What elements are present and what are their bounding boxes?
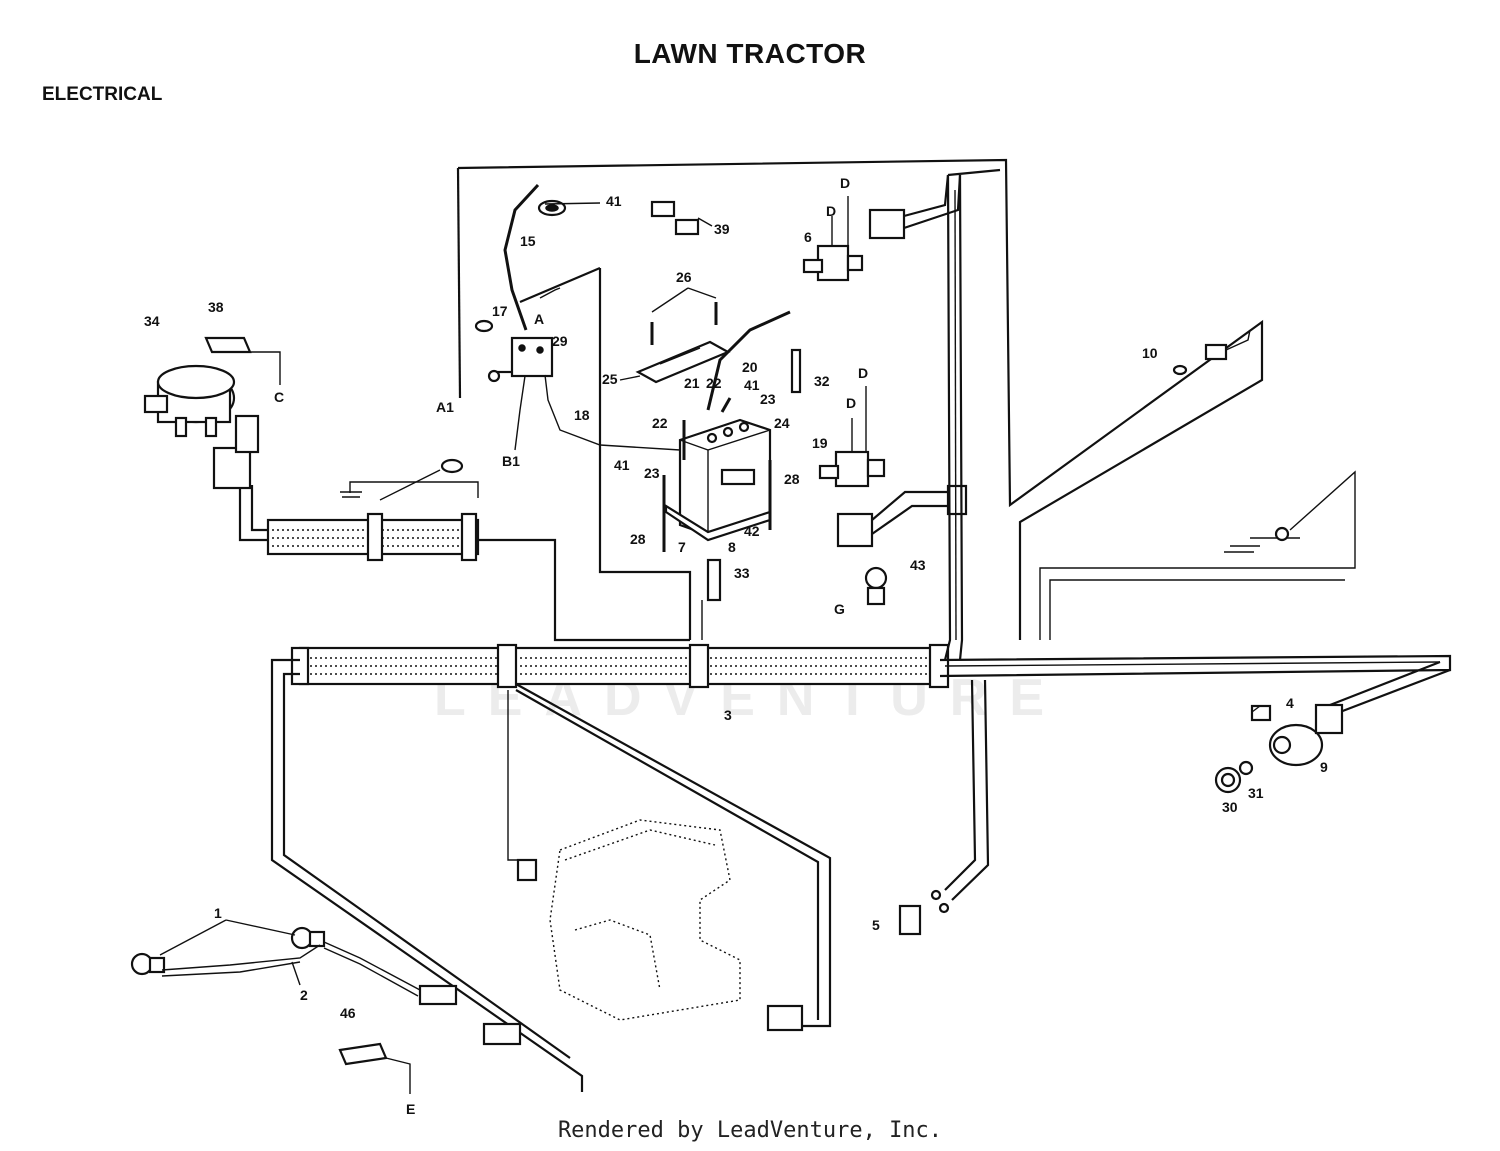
callout-31: 31: [1248, 785, 1264, 801]
footer-credit: Rendered by LeadVenture, Inc.: [557, 1118, 943, 1143]
page-title: LAWN TRACTOR: [633, 38, 867, 69]
ref-D4: D: [846, 395, 856, 411]
connector-10: [1172, 329, 1251, 376]
engine-outline: [549, 819, 741, 1021]
headlights: [130, 926, 458, 1006]
callout-41a: 41: [606, 193, 622, 209]
callout-42: 42: [744, 523, 760, 539]
bracket-46: [338, 1042, 411, 1094]
callout-22a: 22: [706, 375, 722, 391]
callout-17: 17: [492, 303, 508, 319]
ref-D3: D: [858, 365, 868, 381]
callout-38: 38: [208, 299, 224, 315]
callout-3: 3: [724, 707, 732, 723]
callout-7: 7: [678, 539, 686, 555]
callout-19: 19: [812, 435, 828, 451]
ref-G: G: [834, 601, 845, 617]
battery: [662, 310, 802, 640]
ground-wire-right: [1039, 470, 1356, 640]
callout-24: 24: [774, 415, 790, 431]
callout-28b: 28: [784, 471, 800, 487]
switch-5: [898, 889, 950, 936]
section-heading: ELECTRICAL: [42, 84, 163, 105]
callout-6: 6: [804, 229, 812, 245]
ref-C: C: [274, 389, 284, 405]
callout-22b: 22: [652, 415, 668, 431]
callout-23b: 23: [644, 465, 660, 481]
ground-wire-left: [340, 458, 479, 501]
callout-30: 30: [1222, 799, 1238, 815]
ref-E: E: [406, 1101, 415, 1117]
callout-2: 2: [300, 987, 308, 1003]
harness-branches-lower: [270, 658, 832, 1092]
battery-holddown: [635, 287, 731, 384]
callout-23a: 23: [760, 391, 776, 407]
callout-21: 21: [684, 375, 700, 391]
callout-8: 8: [728, 539, 736, 555]
callout-46: 46: [340, 1005, 356, 1021]
main-harness: [290, 643, 1452, 714]
callout-28a: 28: [630, 531, 646, 547]
bracket-38: [204, 336, 281, 385]
ref-B1: B1: [502, 453, 520, 469]
callout-41b: 41: [744, 377, 760, 393]
callout-34: 34: [144, 313, 160, 329]
callout-15: 15: [520, 233, 536, 249]
coil-connector: [212, 414, 260, 490]
clip-43: [864, 566, 888, 606]
callout-26: 26: [676, 269, 692, 285]
switch-6: [802, 168, 1001, 282]
callout-5: 5: [872, 917, 880, 933]
callout-33: 33: [734, 565, 750, 581]
callout-10: 10: [1142, 345, 1158, 361]
coil-harness: [238, 485, 690, 642]
ref-D2: D: [826, 203, 836, 219]
switch-19: [818, 386, 968, 548]
ignition-coil: [143, 364, 236, 438]
callout-1: 1: [214, 905, 222, 921]
ignition-switch: [1214, 703, 1344, 794]
starter-solenoid: [474, 183, 681, 451]
callout-39: 39: [714, 221, 730, 237]
enclosure-outline: [456, 158, 1264, 640]
callout-25: 25: [602, 371, 618, 387]
callout-20: 20: [742, 359, 758, 375]
callout-9: 9: [1320, 759, 1328, 775]
callout-32: 32: [814, 373, 830, 389]
callout-18: 18: [574, 407, 590, 423]
ref-A: A: [534, 311, 544, 327]
callout-labels: 1 2 3 4 5 6 7 8 9 10 15 17 18 19 20 21 2…: [144, 175, 1328, 1117]
ref-A1: A1: [436, 399, 454, 415]
callout-43: 43: [910, 557, 926, 573]
wire-bundle-right: [943, 174, 990, 901]
leader-lines: [159, 202, 1261, 986]
callout-29: 29: [552, 333, 568, 349]
ref-D1: D: [840, 175, 850, 191]
callout-4: 4: [1286, 695, 1294, 711]
callout-41c: 41: [614, 457, 630, 473]
fuses-39: [650, 200, 700, 236]
